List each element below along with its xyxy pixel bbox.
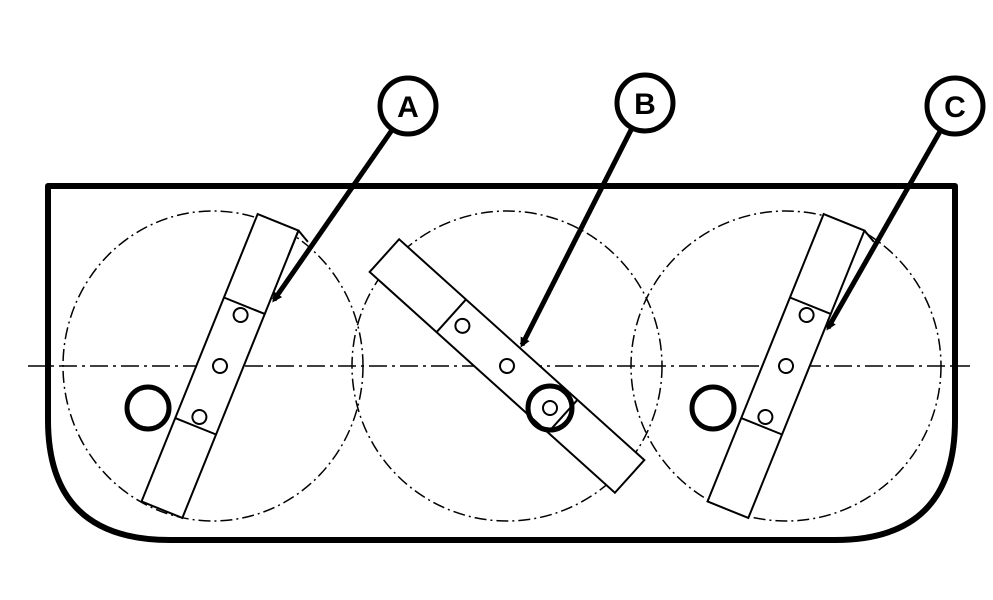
callout-a-arrow (271, 128, 395, 303)
left-spindle-pulley (124, 384, 172, 432)
callout-b: B (614, 72, 676, 134)
callout-c-label: C (944, 91, 966, 124)
left-blade (140, 212, 309, 520)
left-blade-sweep-circle (62, 210, 364, 522)
right-blade-sweep-circle (630, 210, 942, 522)
callout-b-label: B (634, 88, 656, 121)
callout-c: C (924, 75, 986, 137)
deck-housing-outline (45, 183, 958, 543)
blade-sweep-circles (62, 210, 942, 522)
callout-c-arrow (825, 126, 945, 331)
center-blade-bolt-hole (542, 400, 558, 416)
callout-b-arrow (519, 126, 635, 348)
callout-a-label: A (397, 91, 419, 124)
right-blade (706, 212, 875, 520)
center-blade-sweep-circle (351, 210, 663, 522)
center-spindle-pulley (525, 383, 575, 433)
right-spindle-pulley (689, 384, 737, 432)
center-blade (368, 237, 646, 495)
callout-a: A (377, 75, 439, 137)
